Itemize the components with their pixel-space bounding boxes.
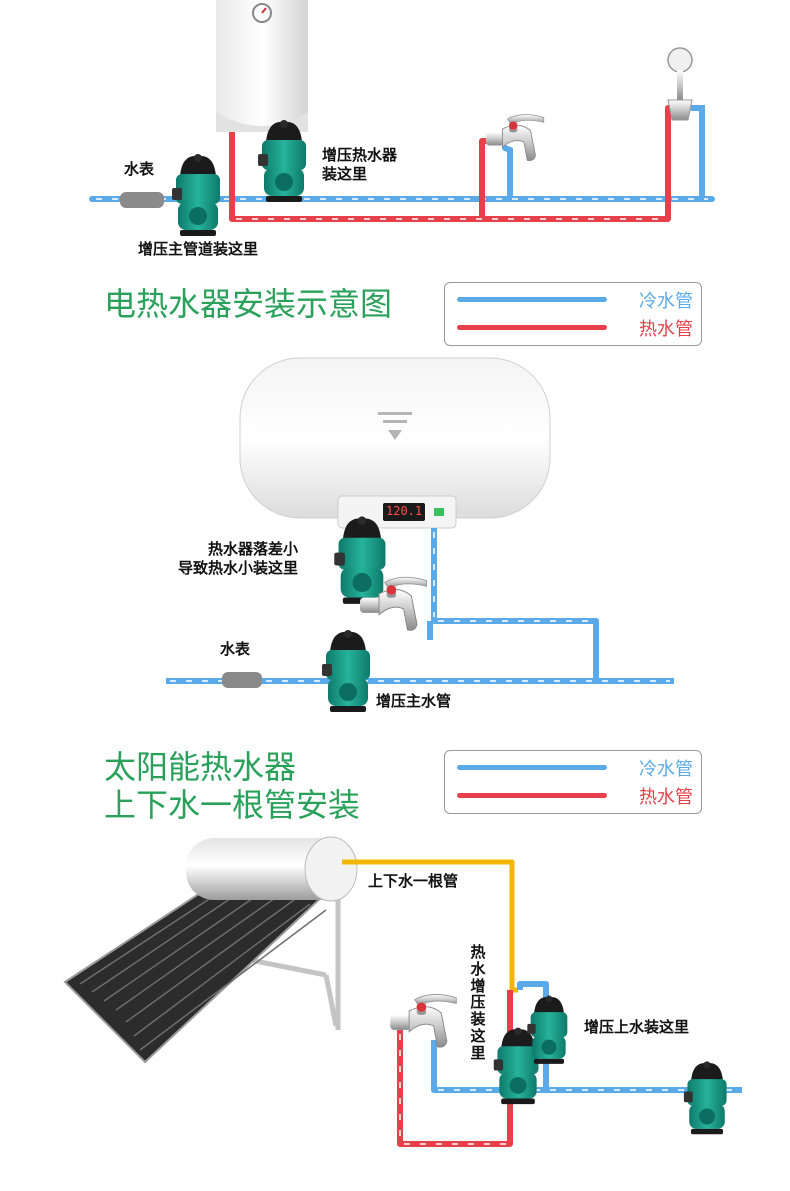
section2-drawing: [166, 357, 674, 712]
legend-2: 冷水管 热水管: [444, 750, 702, 814]
legend-cold-label-2: 冷水管: [639, 759, 693, 780]
title-solar-heater: 太阳能热水器 上下水一根管安装: [104, 748, 361, 825]
section1-drawing: [89, 0, 715, 236]
pump-up-3: [527, 995, 568, 1064]
label-heater-pump-1: 增压热水器 装这里: [322, 146, 398, 183]
label-hot-pump-3: 热水增压装这里: [470, 943, 486, 1062]
pump-main-2: [322, 630, 370, 712]
legend-hot-swatch: [457, 325, 607, 330]
display-readout: 120.1: [386, 504, 423, 518]
legend-cold-label: 冷水管: [639, 291, 693, 312]
legend-hot-label-2: 热水管: [639, 787, 693, 808]
label-single-pipe: 上下水一根管: [368, 872, 459, 890]
pump-heater-2: [334, 516, 386, 604]
pump-main-1: [172, 154, 220, 236]
tap-1: [486, 114, 545, 162]
section3-drawing: [63, 836, 742, 1147]
shower-head: [667, 47, 693, 121]
water-meter: [120, 192, 164, 208]
legend-hot-label: 热水管: [639, 319, 693, 340]
label-main-pump-1: 增压主管道装这里: [138, 240, 259, 258]
pump-heater-1: [258, 120, 306, 202]
label-meter-2: 水表: [220, 640, 251, 658]
solar-collector-panel: [63, 879, 343, 1064]
water-meter-2: [222, 672, 262, 688]
label-main-pump-2: 增压主水管: [376, 692, 452, 710]
pump-main-3: [683, 1061, 727, 1135]
legend-cold-row-2: 冷水管: [457, 755, 693, 781]
single-pipe: [342, 859, 518, 993]
label-heater-pump-2: 热水器落差小 导致热水小装这里: [178, 540, 299, 577]
legend-hot-row-2: 热水管: [457, 783, 693, 809]
legend-cold-swatch-2: [457, 765, 607, 770]
legend-cold-swatch: [457, 297, 607, 302]
label-up-pump-3: 增压上水装这里: [584, 1018, 690, 1036]
legend-hot-row: 热水管: [457, 315, 693, 341]
label-meter-1: 水表: [124, 160, 155, 178]
legend-1: 冷水管 热水管: [444, 282, 702, 346]
solar-tank: [186, 838, 346, 900]
logo-mark: [378, 412, 412, 440]
legend-hot-swatch-2: [457, 793, 607, 798]
legend-cold-row: 冷水管: [457, 287, 693, 313]
title-electric-heater: 电热水器安装示意图: [104, 285, 393, 323]
pump-hot-3: [493, 1027, 539, 1105]
